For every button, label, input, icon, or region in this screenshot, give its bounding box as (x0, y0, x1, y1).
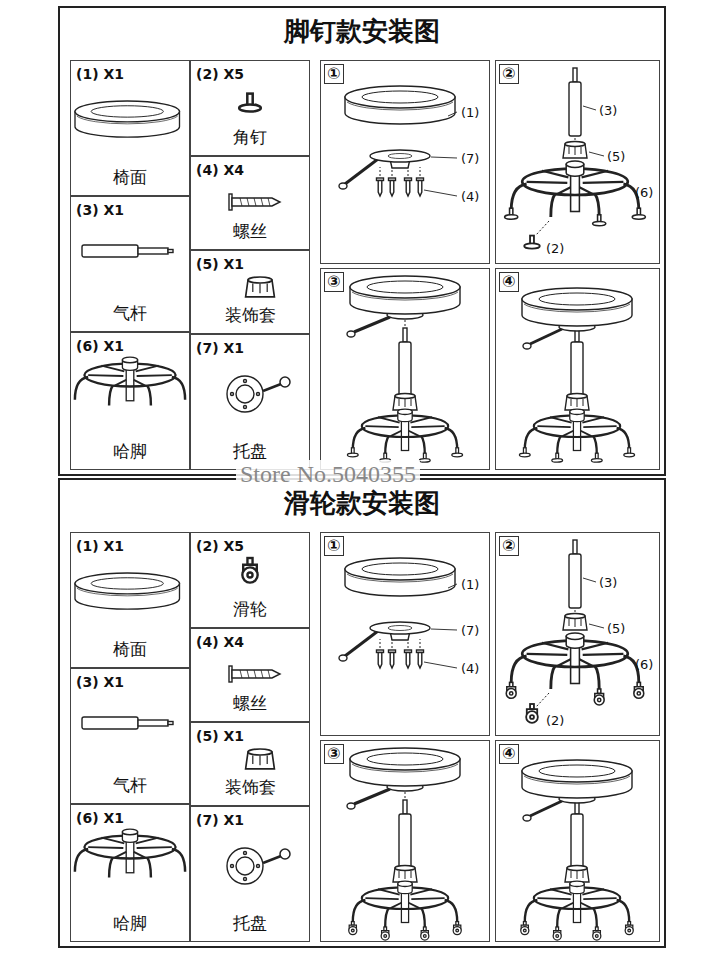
step-panel: ① (1) (7) (4) (320, 532, 490, 736)
callout-number: (2) (546, 241, 564, 257)
foot-pin-section-drawings (75, 68, 646, 462)
step-number: ② (499, 536, 519, 556)
callout-number: (7) (461, 623, 479, 639)
callout-number: (2) (546, 713, 564, 729)
part-name: 装饰套 (225, 305, 276, 325)
part-cell: (1) X1 椅面 (70, 532, 190, 668)
part-quantity: (4) X4 (196, 634, 244, 651)
part-quantity: (7) X1 (196, 812, 244, 829)
callout-number: (7) (461, 151, 479, 167)
step-panel: ④ (495, 740, 660, 942)
section-title: 滑轮款安装图 (284, 488, 440, 519)
section-frame: 滑轮款安装图 (1) X1 椅面 (2) X5 滑轮 (3) X1 气杆 (4) X4 螺丝 (5… (58, 478, 666, 948)
callout-number: (6) (635, 185, 653, 201)
step-number: ① (324, 64, 344, 84)
part-quantity: (6) X1 (76, 338, 124, 355)
part-quantity: (1) X1 (76, 538, 124, 555)
step-number: ② (499, 64, 519, 84)
part-quantity: (1) X1 (76, 66, 124, 83)
callout-number: (4) (461, 189, 479, 205)
callout-number: (1) (461, 105, 479, 121)
part-cell: (6) X1 哈脚 (70, 332, 190, 470)
part-cell: (5) X1 装饰套 (190, 250, 310, 334)
step-number: ③ (324, 744, 344, 764)
part-quantity: (5) X1 (196, 256, 244, 273)
part-quantity: (3) X1 (76, 202, 124, 219)
part-cell: (6) X1 哈脚 (70, 804, 190, 942)
part-name: 托盘 (233, 913, 267, 933)
section-title: 脚钉款安装图 (284, 16, 440, 47)
section-frame: 脚钉款安装图 (1) X1 椅面 (2) X5 角钉 (3) X1 气杆 (4) X4 螺丝 (5… (58, 6, 666, 476)
callout-number: (5) (607, 149, 625, 165)
callout-number: (6) (635, 657, 653, 673)
part-cell: (7) X1 托盘 (190, 334, 310, 470)
part-name: 哈脚 (113, 441, 147, 461)
part-cell: (4) X4 螺丝 (190, 628, 310, 722)
part-name: 气杆 (113, 303, 147, 323)
callout-number: (3) (599, 575, 617, 591)
part-name: 椅面 (113, 167, 147, 187)
step-panel: ① (1) (7) (4) (320, 60, 490, 264)
step-number: ① (324, 536, 344, 556)
part-cell: (5) X1 装饰套 (190, 722, 310, 806)
part-name: 角钉 (233, 127, 267, 147)
step-panel: ② (3) (5) (6) (2) (495, 532, 660, 736)
callout-number: (5) (607, 621, 625, 637)
part-quantity: (4) X4 (196, 162, 244, 179)
step-number: ④ (499, 272, 519, 292)
part-cell: (2) X5 角钉 (190, 60, 310, 156)
callout-number: (4) (461, 661, 479, 677)
callout-number: (3) (599, 103, 617, 119)
step-panel: ③ (320, 740, 490, 942)
part-cell: (3) X1 气杆 (70, 668, 190, 804)
part-cell: (4) X4 螺丝 (190, 156, 310, 250)
step-number: ④ (499, 744, 519, 764)
part-cell: (1) X1 椅面 (70, 60, 190, 196)
part-cell: (2) X5 滑轮 (190, 532, 310, 628)
step-number: ③ (324, 272, 344, 292)
part-name: 滑轮 (233, 599, 267, 619)
step-panel: ④ (495, 268, 660, 470)
step-panel: ③ (320, 268, 490, 470)
watermark: Store No.5040355 (236, 460, 420, 489)
part-quantity: (2) X5 (196, 66, 244, 83)
part-name: 螺丝 (233, 221, 267, 241)
part-quantity: (5) X1 (196, 728, 244, 745)
part-cell: (7) X1 托盘 (190, 806, 310, 942)
part-name: 托盘 (233, 441, 267, 461)
drawings (75, 68, 646, 940)
part-quantity: (7) X1 (196, 340, 244, 357)
part-quantity: (3) X1 (76, 674, 124, 691)
part-name: 椅面 (113, 639, 147, 659)
step-panel: ② (3) (5) (6) (2) (495, 60, 660, 264)
part-name: 装饰套 (225, 777, 276, 797)
part-quantity: (6) X1 (76, 810, 124, 827)
part-cell: (3) X1 气杆 (70, 196, 190, 332)
part-name: 气杆 (113, 775, 147, 795)
callout-number: (1) (461, 577, 479, 593)
part-quantity: (2) X5 (196, 538, 244, 555)
part-name: 螺丝 (233, 693, 267, 713)
part-name: 哈脚 (113, 913, 147, 933)
